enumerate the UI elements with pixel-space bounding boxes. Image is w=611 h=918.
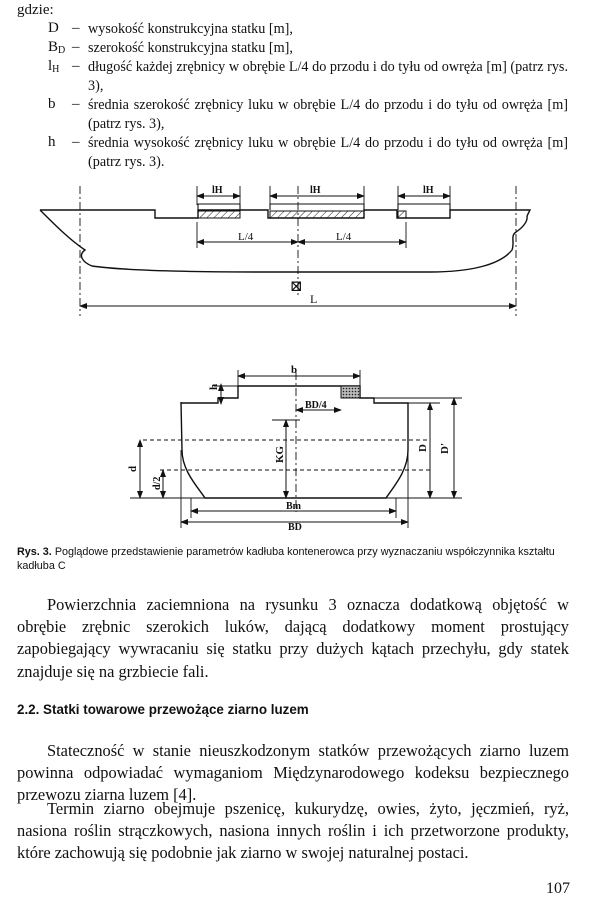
paragraph-text: Termin ziarno obejmuje pszenicę, kukuryd… — [17, 799, 569, 863]
midship-symbol: ⊠ — [290, 279, 303, 295]
length-label: L — [310, 292, 317, 306]
hull-section-outline — [180, 385, 409, 499]
definition-symbol: h — [48, 134, 56, 151]
definition-dash: – — [72, 20, 80, 36]
body-paragraph: Stateczność w stanie nieuszkodzonym stat… — [17, 740, 569, 807]
hull-stern-outline — [39, 209, 430, 273]
coaming-height-label: h — [208, 384, 220, 390]
quarter-length-label-fwd: L/4 — [336, 231, 352, 243]
draught-label: d — [127, 466, 139, 472]
half-draught-label: d/2 — [152, 477, 163, 490]
side-profile-drawing — [39, 186, 532, 316]
kg-label: KG — [274, 445, 286, 463]
definition-text: średnia wysokość zrębnicy luku w obrębie… — [88, 135, 568, 170]
symbol-main: l — [48, 58, 53, 74]
symbol-main: D — [48, 20, 59, 36]
cross-section-labels: b h BD/4 KG D D' d d/2 Bm BD — [127, 364, 451, 533]
cross-section-drawing — [130, 370, 462, 528]
paragraph-text: Powierzchnia zaciemniona na rysunku 3 oz… — [17, 595, 569, 681]
symbol-main: B — [48, 39, 59, 55]
definition-dash: – — [72, 39, 80, 55]
definition-dash: – — [72, 96, 80, 112]
hull-bow-outline — [429, 215, 528, 273]
caption-label: Rys. 3. — [17, 546, 52, 558]
symbol-subscript: D — [58, 45, 66, 56]
hull-parameters-figure: lH lH lH L/4 L/4 ⊠ L — [39, 185, 532, 533]
lh-label-fwd: lH — [423, 185, 434, 196]
depth-label: D — [417, 444, 429, 452]
symbol-main: h — [48, 134, 56, 150]
definition-text: wysokość konstrukcyjna statku [m], — [88, 21, 293, 37]
symbol-main: b — [48, 96, 56, 112]
coaming-width-label: b — [291, 364, 297, 376]
figure-caption: Rys. 3. Poglądowe przedstawienie paramet… — [17, 545, 577, 573]
quarter-breadth-label: BD/4 — [305, 400, 327, 411]
definition-text: długość każdej zrębnicy w obrębie L/4 do… — [88, 59, 568, 94]
caption-text: Poglądowe przedstawienie parametrów kadł… — [17, 546, 555, 572]
symbol-subscript: H — [52, 64, 60, 75]
breadth-label: BD — [288, 522, 302, 533]
paragraph-text: Stateczność w stanie nieuszkodzonym stat… — [17, 741, 569, 805]
definition-dash: – — [72, 134, 80, 150]
page-number: 107 — [546, 880, 570, 897]
lh-label-aft: lH — [212, 185, 223, 196]
definition-symbol: D — [48, 20, 59, 37]
definition-dash: – — [72, 58, 80, 74]
body-paragraph: Powierzchnia zaciemniona na rysunku 3 oz… — [17, 594, 569, 683]
definition-text: szerokość konstrukcyjna statku [m], — [88, 40, 293, 56]
side-profile-labels: lH lH lH L/4 L/4 ⊠ L — [212, 185, 434, 306]
definition-symbol: BD — [48, 39, 65, 56]
definition-symbol: b — [48, 96, 56, 113]
definition-symbol: lH — [48, 58, 59, 75]
lh-label-mid: lH — [310, 185, 321, 196]
intro-word: gdzie: — [17, 2, 54, 18]
mean-breadth-label: Bm — [286, 501, 302, 512]
definition-text: średnia szerokość zrębnicy luku w obrębi… — [88, 97, 568, 132]
depth-prime-label: D' — [439, 443, 451, 454]
section-heading: 2.2. Statki towarowe przewożące ziarno l… — [17, 702, 309, 717]
body-paragraph: Termin ziarno obejmuje pszenicę, kukuryd… — [17, 798, 569, 865]
quarter-length-label-aft: L/4 — [238, 231, 254, 243]
